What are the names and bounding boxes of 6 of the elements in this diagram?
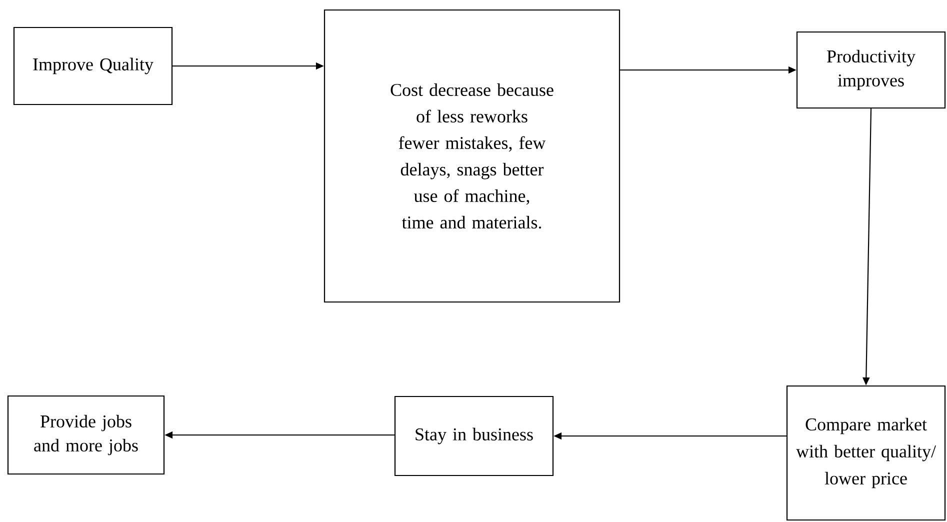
process-box: Compare market with better quality/ lower price bbox=[786, 385, 946, 521]
process-box: Stay in business bbox=[394, 396, 554, 476]
process-box: Productivity improves bbox=[796, 31, 946, 109]
process-box: Cost decrease because of less reworks fewer mistakes, few delays, snags better use of machine, time and materials. bbox=[324, 9, 620, 303]
process-box: Provide jobs and more jobs bbox=[7, 395, 165, 475]
process-box: Improve Quality bbox=[13, 26, 173, 106]
